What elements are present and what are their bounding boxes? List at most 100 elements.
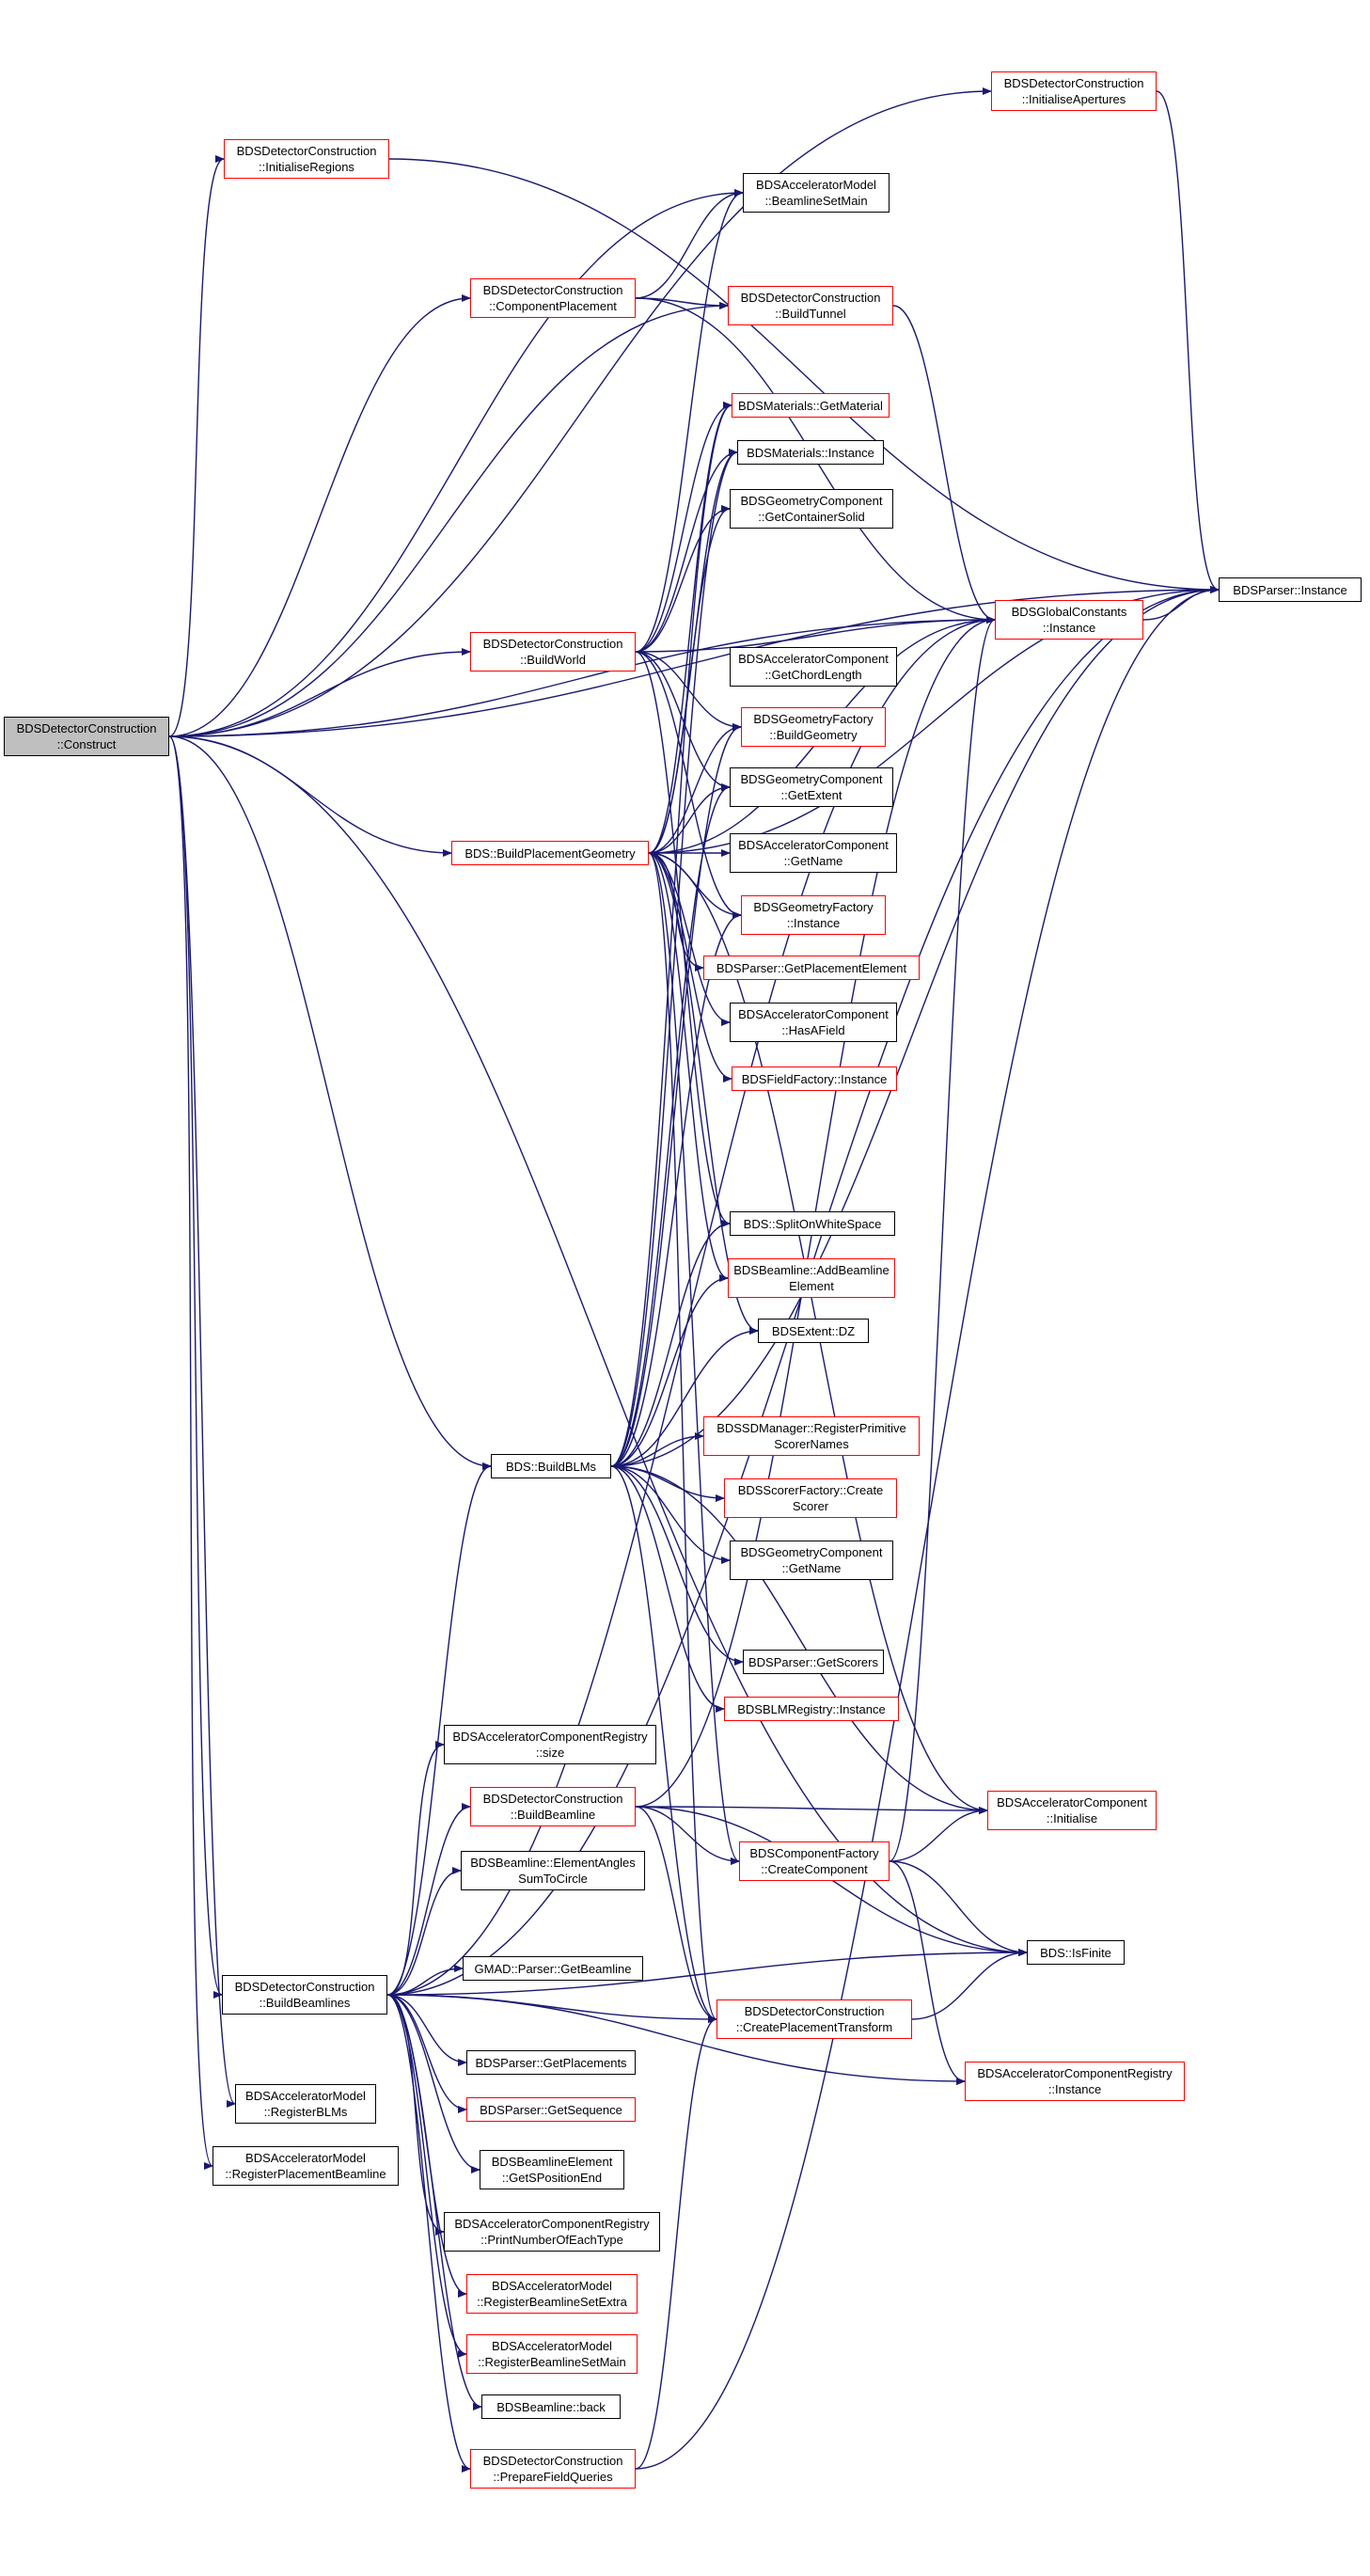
edge-buildPlacementGeometry-to-fieldFactoryInstance: [648, 852, 732, 1083]
node-accelerator-component-initialise[interactable]: BDSAcceleratorComponent::Initialise: [987, 1791, 1157, 1830]
edge-buildBLMs-to-addBeamlineElement: [610, 1274, 729, 1467]
edge-buildBeamlines-to-isFinite: [386, 1949, 1028, 1996]
node-build-blms[interactable]: BDS::BuildBLMs: [491, 1454, 611, 1478]
node-has-a-field[interactable]: BDSAcceleratorComponent::HasAField: [730, 1003, 897, 1042]
edge-buildPlacementGeometry-to-getContainerSolid: [648, 505, 731, 854]
edge-initRegions-to-parserInstance: [388, 158, 1220, 593]
edge-buildBeamlines-to-beamlineBack: [386, 1994, 482, 2410]
node-get-s-position-end[interactable]: BDSBeamlineElement::GetSPositionEnd: [480, 2150, 624, 2189]
node-geometry-factory-instance[interactable]: BDSGeometryFactory::Instance: [741, 895, 886, 935]
edge-buildBLMs-to-getMaterial: [610, 402, 732, 1467]
edge-buildBLMs-to-splitOnWhiteSpace: [610, 1220, 731, 1467]
edge-buildBLMs-to-createPlacementTransform: [610, 1465, 717, 2023]
node-beamline-back[interactable]: BDSBeamline::back: [481, 2394, 621, 2419]
node-register-placement-beamline[interactable]: BDSAcceleratorModel::RegisterPlacementBe…: [213, 2146, 399, 2186]
edge-buildBeamlines-to-registerBeamlineSetMain: [386, 1994, 467, 2358]
node-initialise-apertures[interactable]: BDSDetectorConstruction::InitialiseApert…: [991, 71, 1157, 111]
node-build-geometry[interactable]: BDSGeometryFactory::BuildGeometry: [741, 707, 886, 747]
edge-buildBLMs-to-geometryFactoryInstance: [610, 911, 742, 1467]
edge-buildBLMs-to-accInitialise: [610, 1465, 988, 1814]
node-get-placements[interactable]: BDSParser::GetPlacements: [466, 2050, 636, 2075]
node-register-beamline-set-main[interactable]: BDSAcceleratorModel::RegisterBeamlineSet…: [466, 2334, 638, 2374]
node-get-container-solid[interactable]: BDSGeometryComponent::GetContainerSolid: [730, 489, 893, 529]
node-initialise-regions[interactable]: BDSDetectorConstruction::InitialiseRegio…: [224, 139, 389, 179]
node-get-material[interactable]: BDSMaterials::GetMaterial: [732, 393, 890, 418]
node-materials-instance[interactable]: BDSMaterials::Instance: [737, 440, 884, 465]
edge-buildBLMs-to-blmRegistry: [610, 1465, 725, 1713]
node-blm-registry-instance[interactable]: BDSBLMRegistry::Instance: [724, 1697, 899, 1721]
edge-construct-to-globalConstants: [168, 616, 996, 737]
edge-construct-to-isFinite: [168, 735, 1028, 1956]
node-component-placement[interactable]: BDSDetectorConstruction::ComponentPlacem…: [470, 278, 636, 318]
edge-buildBeamlines-to-getPlacements: [386, 1994, 467, 2066]
edge-buildWorld-to-getContainerSolid: [635, 505, 731, 653]
edge-construct-to-parserInstance: [168, 586, 1220, 737]
edge-buildBeamlines-to-buildBeamline: [386, 1803, 471, 1996]
node-get-name-geom[interactable]: BDSGeometryComponent::GetName: [730, 1541, 893, 1580]
edge-construct-to-buildTunnel: [168, 302, 729, 737]
edge-buildBeamlines-to-buildBLMs: [386, 1462, 492, 1996]
node-global-constants[interactable]: BDSGlobalConstants::Instance: [995, 600, 1143, 640]
node-get-scorers[interactable]: BDSParser::GetScorers: [743, 1650, 884, 1674]
edge-buildPlacementGeometry-to-createComponent: [648, 852, 740, 1865]
node-get-sequence[interactable]: BDSParser::GetSequence: [466, 2097, 636, 2122]
node-registry-size[interactable]: BDSAcceleratorComponentRegistry::size: [444, 1725, 656, 1764]
node-prepare-field-queries[interactable]: BDSDetectorConstruction::PrepareFieldQue…: [470, 2449, 636, 2489]
node-get-placement-element[interactable]: BDSParser::GetPlacementElement: [703, 956, 920, 980]
edge-prepareFieldQueries-to-createPlacementTransform: [635, 2015, 717, 2470]
edge-buildBeamlines-to-globalConstants: [386, 616, 996, 1996]
node-registry-instance[interactable]: BDSAcceleratorComponentRegistry::Instanc…: [965, 2062, 1185, 2101]
edge-buildBeamlines-to-registryInstance: [386, 1994, 966, 2085]
node-beamline-set-main[interactable]: BDSAcceleratorModel::BeamlineSetMain: [743, 173, 890, 213]
node-build-beamline[interactable]: BDSDetectorConstruction::BuildBeamline: [470, 1787, 636, 1826]
node-is-finite[interactable]: BDS::IsFinite: [1027, 1940, 1125, 1965]
node-field-factory-instance[interactable]: BDSFieldFactory::Instance: [732, 1067, 897, 1091]
edge-construct-to-registerPlacementBeamline: [168, 735, 213, 2170]
node-get-beamline[interactable]: GMAD::Parser::GetBeamline: [463, 1956, 643, 1981]
edge-buildBeamlines-to-registrySize: [386, 1741, 445, 1996]
node-extent-dz[interactable]: BDSExtent::DZ: [758, 1319, 869, 1343]
edge-buildBLMs-to-extentDZ: [610, 1327, 759, 1467]
edge-construct-to-buildBeamlines: [168, 735, 223, 1999]
node-print-number-of-each-type[interactable]: BDSAcceleratorComponentRegistry::PrintNu…: [444, 2212, 660, 2252]
edge-createComponent-to-globalConstants: [889, 616, 996, 1862]
edge-construct-to-compPlacement: [168, 294, 471, 737]
node-get-name-acc[interactable]: BDSAcceleratorComponent::GetName: [730, 833, 897, 873]
node-build-world[interactable]: BDSDetectorConstruction::BuildWorld: [470, 632, 636, 672]
edge-createComponent-to-registryInstance: [889, 1860, 966, 2085]
node-create-placement-transform[interactable]: BDSDetectorConstruction::CreatePlacement…: [716, 1999, 912, 2039]
edge-buildBLMs-to-getExtent: [610, 783, 731, 1467]
node-create-component[interactable]: BDSComponentFactory::CreateComponent: [739, 1841, 890, 1881]
edge-createComponent-to-accInitialise: [889, 1807, 988, 1862]
edge-construct-to-buildWorld: [168, 648, 471, 737]
edge-construct-to-initApertures: [168, 87, 992, 737]
edge-prepareFieldQueries-to-parserInstance: [635, 586, 1220, 2470]
node-register-beamline-set-extra[interactable]: BDSAcceleratorModel::RegisterBeamlineSet…: [466, 2274, 638, 2314]
edge-buildBLMs-to-getNameGeom: [610, 1465, 731, 1564]
edge-buildWorld-to-getMaterial: [635, 402, 732, 653]
node-register-blms[interactable]: BDSAcceleratorModel::RegisterBLMs: [235, 2084, 376, 2124]
edge-buildBeamline-to-createComponent: [635, 1806, 740, 1865]
edge-construct-to-initRegions: [168, 155, 225, 737]
node-split-on-white-space[interactable]: BDS::SplitOnWhiteSpace: [730, 1211, 895, 1236]
node-build-beamlines[interactable]: BDSDetectorConstruction::BuildBeamlines: [222, 1975, 387, 2015]
edge-construct-to-buildBLMs: [168, 735, 492, 1470]
edge-buildBLMs-to-parserInstance: [610, 586, 1220, 1467]
edge-buildPlacementGeometry-to-extentDZ: [648, 852, 759, 1335]
edge-construct-to-buildPlacementGeometry: [168, 735, 452, 857]
edge-buildWorld-to-geometryFactoryInstance: [635, 651, 742, 919]
node-build-tunnel[interactable]: BDSDetectorConstruction::BuildTunnel: [728, 286, 893, 325]
edge-buildWorld-to-globalConstants: [635, 616, 996, 653]
edge-construct-to-beamlineSetMain: [168, 189, 744, 737]
node-get-extent[interactable]: BDSGeometryComponent::GetExtent: [730, 767, 893, 807]
edge-buildBLMs-to-getScorers: [610, 1465, 744, 1666]
node-get-chord-length[interactable]: BDSAcceleratorComponent::GetChordLength: [730, 647, 897, 687]
node-parser-instance[interactable]: BDSParser::Instance: [1219, 577, 1362, 602]
node-build-placement-geometry[interactable]: BDS::BuildPlacementGeometry: [451, 841, 649, 865]
edge-buildPlacementGeometry-to-getMaterial: [648, 402, 732, 854]
